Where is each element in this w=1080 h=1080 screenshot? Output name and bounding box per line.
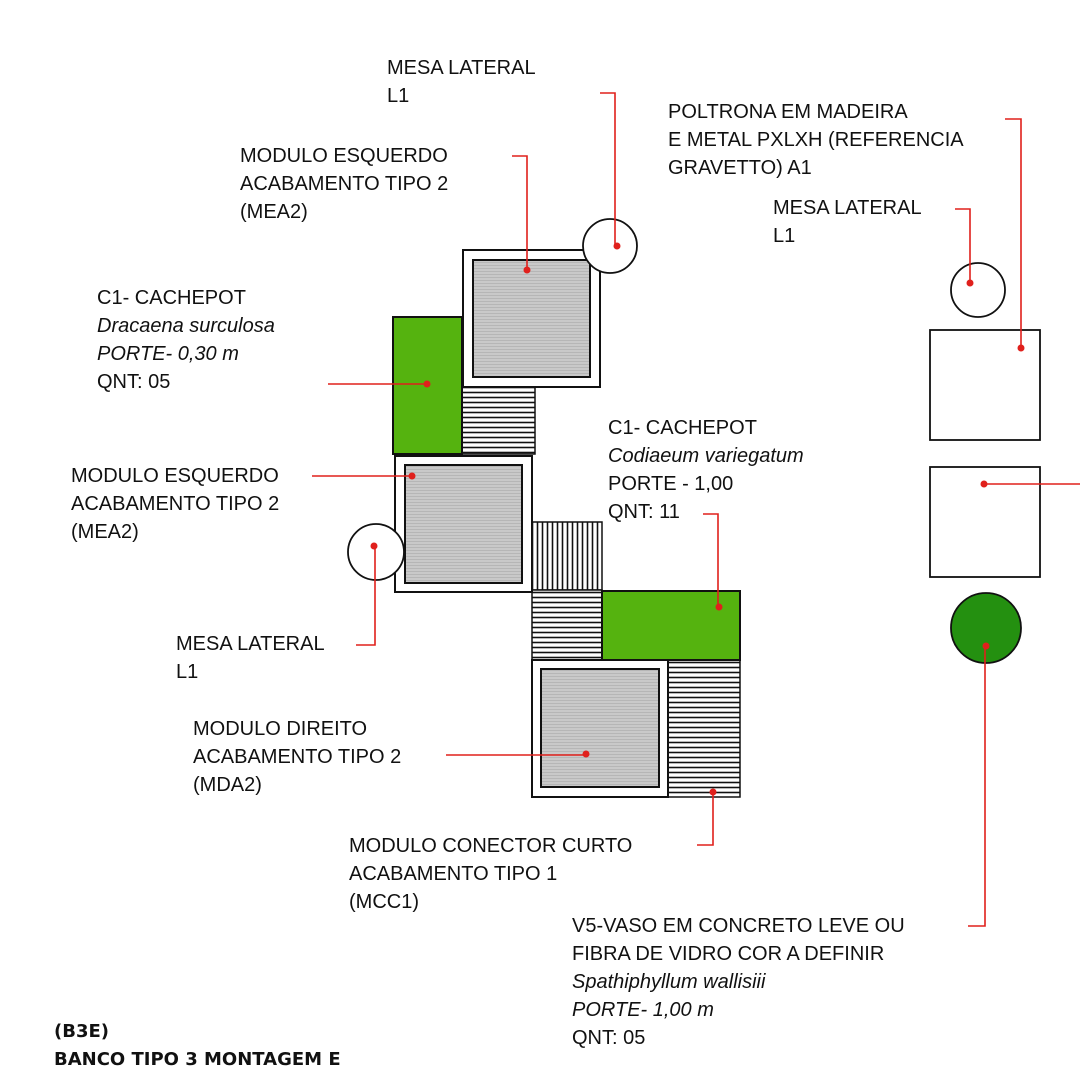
label-line: (MEA2) <box>71 521 139 543</box>
dot-mesa-top <box>613 242 621 250</box>
label-mesa-lateral-right: MESA LATERAL L1 <box>773 194 922 250</box>
label-line: MODULO DIREITO <box>193 718 368 740</box>
dot-vaso <box>982 642 990 650</box>
connector-strip-top <box>461 386 536 455</box>
leader-vaso <box>968 646 986 927</box>
label-modulo-esquerdo-mid: MODULO ESQUERDO ACABAMENTO TIPO 2 (MEA2) <box>71 462 279 546</box>
side-table-right <box>950 262 1006 318</box>
dot-modulo-direito <box>582 750 590 758</box>
label-line: ACABAMENTO TIPO 1 <box>349 863 558 885</box>
leader-mesa-left <box>356 546 376 646</box>
label-line: V5-VASO EM CONCRETO LEVE OU <box>572 915 905 937</box>
label-species: Codiaeum variegatum <box>608 445 804 467</box>
module-left-mid-seat <box>404 464 523 584</box>
label-line: C1- CACHEPOT <box>608 417 757 439</box>
label-modulo-esquerdo-top: MODULO ESQUERDO ACABAMENTO TIPO 2 (MEA2) <box>240 142 448 226</box>
label-qnt: QNT: 05 <box>572 1027 646 1049</box>
label-line: L1 <box>773 225 796 247</box>
label-line: MESA LATERAL <box>773 197 922 219</box>
drawing-title: (B3E) BANCO TIPO 3 MONTAGEM E <box>54 1018 341 1074</box>
label-line: ACABAMENTO TIPO 2 <box>193 746 402 768</box>
connector-strip-mid <box>531 521 603 591</box>
drawing-name: BANCO TIPO 3 MONTAGEM E <box>54 1049 341 1070</box>
label-line: GRAVETTO) A1 <box>668 157 812 179</box>
label-qnt: QNT: 05 <box>97 371 171 393</box>
label-mesa-lateral-left: MESA LATERAL L1 <box>176 630 325 686</box>
label-line: (MEA2) <box>240 201 308 223</box>
side-table-left <box>347 523 405 581</box>
leader-mesa-top <box>600 92 616 246</box>
label-line: (MCC1) <box>349 891 419 913</box>
label-mesa-lateral-top: MESA LATERAL L1 <box>387 54 536 110</box>
label-line: POLTRONA EM MADEIRA <box>668 101 908 123</box>
leader-mesa-right <box>955 208 971 283</box>
label-line: FIBRA DE VIDRO COR A DEFINIR <box>572 943 885 965</box>
label-porte: PORTE- 1,00 m <box>572 999 714 1021</box>
dot-cachepot-codiaeum <box>715 603 723 611</box>
label-modulo-conector: MODULO CONECTOR CURTO ACABAMENTO TIPO 1 … <box>349 832 632 916</box>
module-left-top-seat <box>472 259 591 378</box>
planter-codiaeum <box>601 590 741 661</box>
dot-modulo-esquerdo-mid <box>408 472 416 480</box>
leader-modulo-esquerdo-top <box>512 155 528 270</box>
module-right-seat <box>540 668 660 788</box>
label-line: MESA LATERAL <box>176 633 325 655</box>
dot-modulo-esquerdo-top <box>523 266 531 274</box>
label-line: L1 <box>387 85 410 107</box>
label-line: ACABAMENTO TIPO 2 <box>240 173 449 195</box>
label-line: C1- CACHEPOT <box>97 287 246 309</box>
label-line: MODULO ESQUERDO <box>240 145 448 167</box>
connector-strip-low <box>531 589 603 661</box>
label-vaso: V5-VASO EM CONCRETO LEVE OU FIBRA DE VID… <box>572 912 905 1052</box>
dot-poltrona <box>1017 344 1025 352</box>
connector-strip-right <box>667 659 741 798</box>
label-line: ACABAMENTO TIPO 2 <box>71 493 280 515</box>
leader-poltrona <box>1005 118 1022 348</box>
dot-modulo-conector <box>709 788 717 796</box>
label-species: Dracaena surculosa <box>97 315 275 337</box>
side-table-top <box>582 218 638 274</box>
label-qnt: QNT: 11 <box>608 501 680 523</box>
label-porte: PORTE - 1,00 <box>608 473 734 495</box>
label-line: (MDA2) <box>193 774 262 796</box>
label-line: MESA LATERAL <box>387 57 536 79</box>
label-modulo-direito: MODULO DIREITO ACABAMENTO TIPO 2 (MDA2) <box>193 715 401 799</box>
label-porte: PORTE- 0,30 m <box>97 343 239 365</box>
dot-cachepot-dracaena <box>423 380 431 388</box>
dot-mesa-left <box>370 542 378 550</box>
leader-cachepot-codiaeum <box>703 513 719 607</box>
label-cachepot-codiaeum: C1- CACHEPOT Codiaeum variegatum PORTE -… <box>608 414 804 526</box>
dot-armchair-2 <box>980 480 988 488</box>
label-line: L1 <box>176 661 199 683</box>
label-cachepot-dracaena: C1- CACHEPOT Dracaena surculosa PORTE- 0… <box>97 284 275 396</box>
drawing-code: (B3E) <box>54 1021 109 1042</box>
label-poltrona: POLTRONA EM MADEIRA E METAL PXLXH (REFER… <box>668 98 964 182</box>
label-species: Spathiphyllum wallisiii <box>572 971 766 993</box>
label-line: MODULO ESQUERDO <box>71 465 279 487</box>
dot-mesa-right <box>966 279 974 287</box>
label-line: E METAL PXLXH (REFERENCIA <box>668 129 964 151</box>
leader-modulo-conector <box>697 792 714 846</box>
label-line: MODULO CONECTOR CURTO <box>349 835 633 857</box>
vase-spathiphyllum <box>950 592 1022 664</box>
